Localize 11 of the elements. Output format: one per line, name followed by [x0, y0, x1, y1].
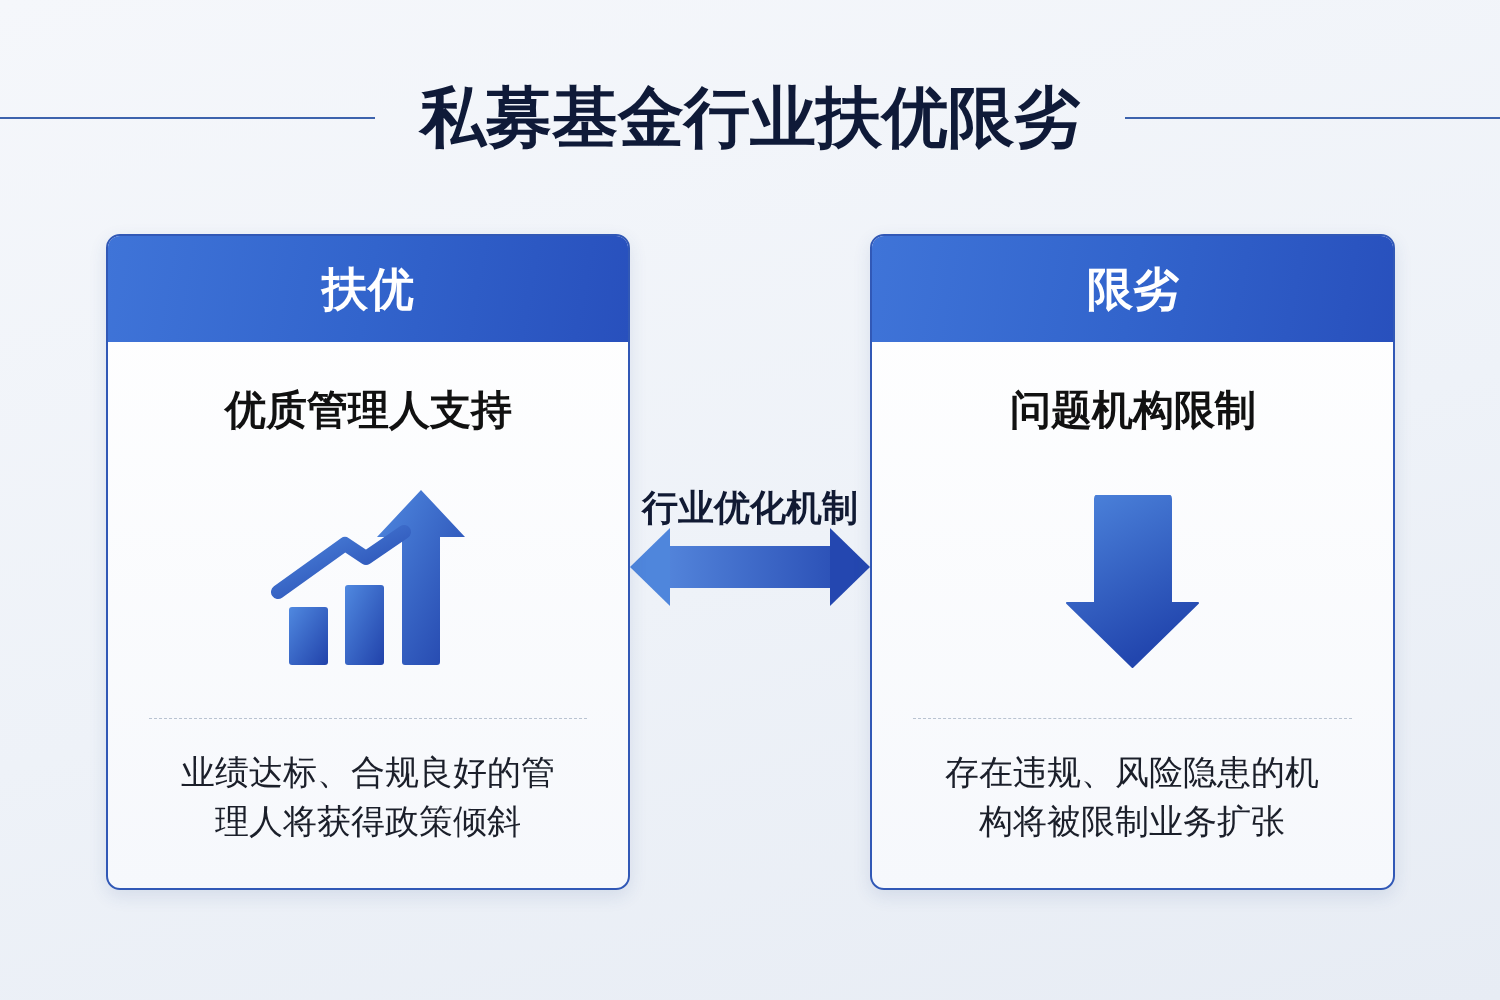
info-card [106, 234, 630, 890]
card-description: 业绩达标、合规良好的管理人将获得政策倾斜 [180, 751, 556, 843]
double-arrow [630, 528, 870, 606]
card-subtitle: 优质管理人支持 [224, 385, 512, 435]
card-heading: 限劣 [1086, 261, 1179, 317]
card-heading: 扶优 [322, 261, 414, 317]
card-subtitle: 问题机构限制 [1009, 385, 1256, 435]
info-card [870, 234, 1395, 890]
edge-label: 行业优化机制 [642, 486, 858, 530]
title: 私募基金行业扶优限劣 [420, 78, 1080, 158]
card-description: 存在违规、风险隐患的机构将被限制业务扩张 [944, 751, 1321, 843]
